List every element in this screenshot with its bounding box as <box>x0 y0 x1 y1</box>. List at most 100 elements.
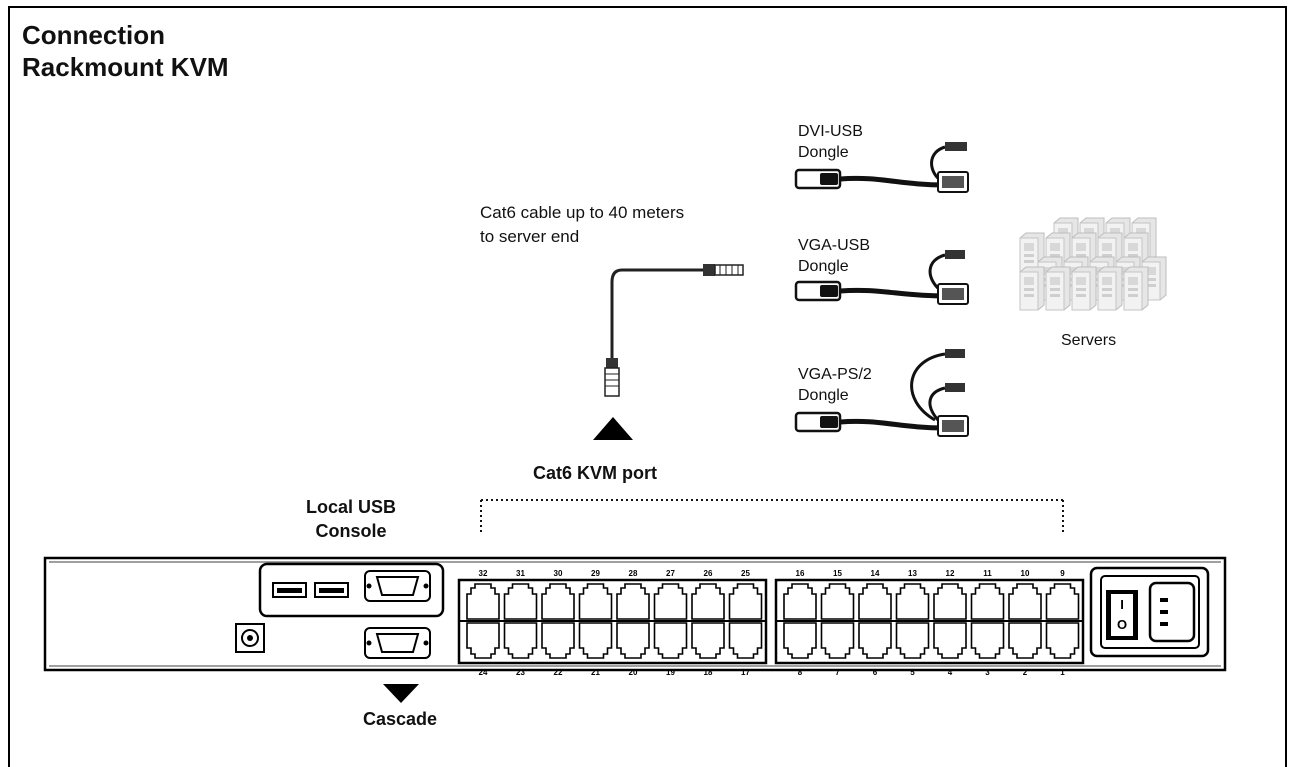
port-number-label: 15 <box>833 569 842 578</box>
local-usb-label-line-2: Console <box>315 521 387 541</box>
port-number-label: 24 <box>479 668 488 677</box>
vga-usb-dongle <box>794 250 969 305</box>
dongle-label-vga-ps2-line-2: Dongle <box>798 387 849 404</box>
port-number-label: 12 <box>946 569 955 578</box>
rj45-port-23 <box>503 622 538 659</box>
port-number-label: 4 <box>948 668 953 677</box>
rj45-port-29 <box>578 583 613 620</box>
power-off-symbol: O <box>1117 617 1127 632</box>
rj45-port-26 <box>691 583 725 620</box>
rj45-port-17 <box>728 622 763 659</box>
port-number-label: 26 <box>704 569 713 578</box>
port-number-label: 31 <box>516 569 525 578</box>
port-block-right <box>774 578 1085 665</box>
power-module <box>1089 566 1210 658</box>
port-number-label: 17 <box>741 668 750 677</box>
port-number-label: 1 <box>1060 668 1065 677</box>
rj45-port-18 <box>691 622 725 659</box>
rj45-port-6 <box>858 622 892 659</box>
rj45-port-8 <box>783 622 817 659</box>
rj45-port-3 <box>970 622 1005 659</box>
port-number-label: 11 <box>983 569 992 578</box>
dongle-label-vga-ps2-line-1: VGA-PS/2 <box>798 366 872 383</box>
rj45-port-14 <box>858 583 892 620</box>
rj45-port-22 <box>541 622 575 659</box>
rj45-port-7 <box>820 622 855 659</box>
server-tower-icon <box>1045 266 1071 311</box>
server-tower-icon <box>1019 266 1045 311</box>
rj45-port-32 <box>466 583 500 620</box>
rj45-port-5 <box>895 622 930 659</box>
cat6-cable-label-line-1: Cat6 cable up to 40 meters <box>480 203 685 222</box>
port-number-label: 21 <box>591 668 600 677</box>
port-number-label: 8 <box>798 668 803 677</box>
title-line-1: Connection <box>22 20 165 50</box>
port-number-label: 25 <box>741 569 750 578</box>
port-number-label: 30 <box>554 569 563 578</box>
rj45-port-30 <box>541 583 575 620</box>
cascade-label: Cascade <box>362 709 438 729</box>
rj45-port-10 <box>1008 583 1042 620</box>
port-number-label: 28 <box>629 569 638 578</box>
rj45-port-13 <box>895 583 930 620</box>
servers-illustration <box>1019 217 1167 311</box>
dongle-label-dvi-usb-line-1: DVI-USB <box>798 123 863 140</box>
port-number-label: 14 <box>871 569 880 578</box>
rj45-port-1 <box>1045 622 1080 659</box>
port-number-label: 3 <box>985 668 990 677</box>
port-number-label: 6 <box>873 668 878 677</box>
title-line-2: Rackmount KVM <box>22 52 229 82</box>
servers-label: Servers <box>1061 332 1117 349</box>
rj45-port-27 <box>653 583 688 620</box>
dc-power-jack <box>235 623 265 653</box>
rj45-port-15 <box>820 583 855 620</box>
port-number-label: 20 <box>629 668 638 677</box>
port-number-label: 13 <box>908 569 917 578</box>
port-number-label: 29 <box>591 569 600 578</box>
rj45-port-12 <box>933 583 967 620</box>
rj45-port-25 <box>728 583 763 620</box>
rj45-port-11 <box>970 583 1005 620</box>
dvi-usb-dongle <box>794 142 969 193</box>
local-usb-label-line-1: Local USB <box>305 497 397 517</box>
port-number-label: 22 <box>554 668 563 677</box>
up-arrow-icon <box>593 417 633 440</box>
rj45-port-28 <box>616 583 650 620</box>
cat6-port-label: Cat6 KVM port <box>533 463 658 483</box>
port-number-label: 27 <box>666 569 675 578</box>
port-number-label: 9 <box>1060 569 1065 578</box>
down-arrow-icon <box>383 684 419 703</box>
port-number-label: 10 <box>1021 569 1030 578</box>
port-number-label: 16 <box>796 569 805 578</box>
server-tower-icon <box>1123 266 1149 311</box>
server-tower-icon <box>1097 266 1123 311</box>
diagram-frame <box>8 6 1287 767</box>
port-number-label: 7 <box>835 668 840 677</box>
port-number-label: 18 <box>704 668 713 677</box>
port-number-label: 5 <box>910 668 915 677</box>
dongle-label-vga-usb-line-1: VGA-USB <box>798 237 871 254</box>
port-number-label: 32 <box>479 569 488 578</box>
dongle-label-vga-usb-line-2: Dongle <box>798 258 849 275</box>
rj45-port-9 <box>1045 583 1080 620</box>
port-bracket <box>480 499 1064 533</box>
rj45-port-19 <box>653 622 688 659</box>
server-tower-icon <box>1071 266 1097 311</box>
rj45-port-16 <box>783 583 817 620</box>
rj45-port-4 <box>933 622 967 659</box>
rj45-port-2 <box>1008 622 1042 659</box>
port-number-label: 19 <box>666 668 675 677</box>
port-block-left <box>457 578 768 665</box>
rj45-port-24 <box>466 622 500 659</box>
cat6-cable-label-line-2: to server end <box>480 227 580 246</box>
rj45-port-20 <box>616 622 650 659</box>
port-number-label: 23 <box>516 668 525 677</box>
vga-cascade-port <box>364 627 431 659</box>
port-number-label: 2 <box>1023 668 1028 677</box>
rj45-port-31 <box>503 583 538 620</box>
dongle-label-dvi-usb-line-2: Dongle <box>798 144 849 161</box>
cat6-cable <box>604 264 744 397</box>
rj45-port-21 <box>578 622 613 659</box>
vga-console-port <box>364 570 431 602</box>
